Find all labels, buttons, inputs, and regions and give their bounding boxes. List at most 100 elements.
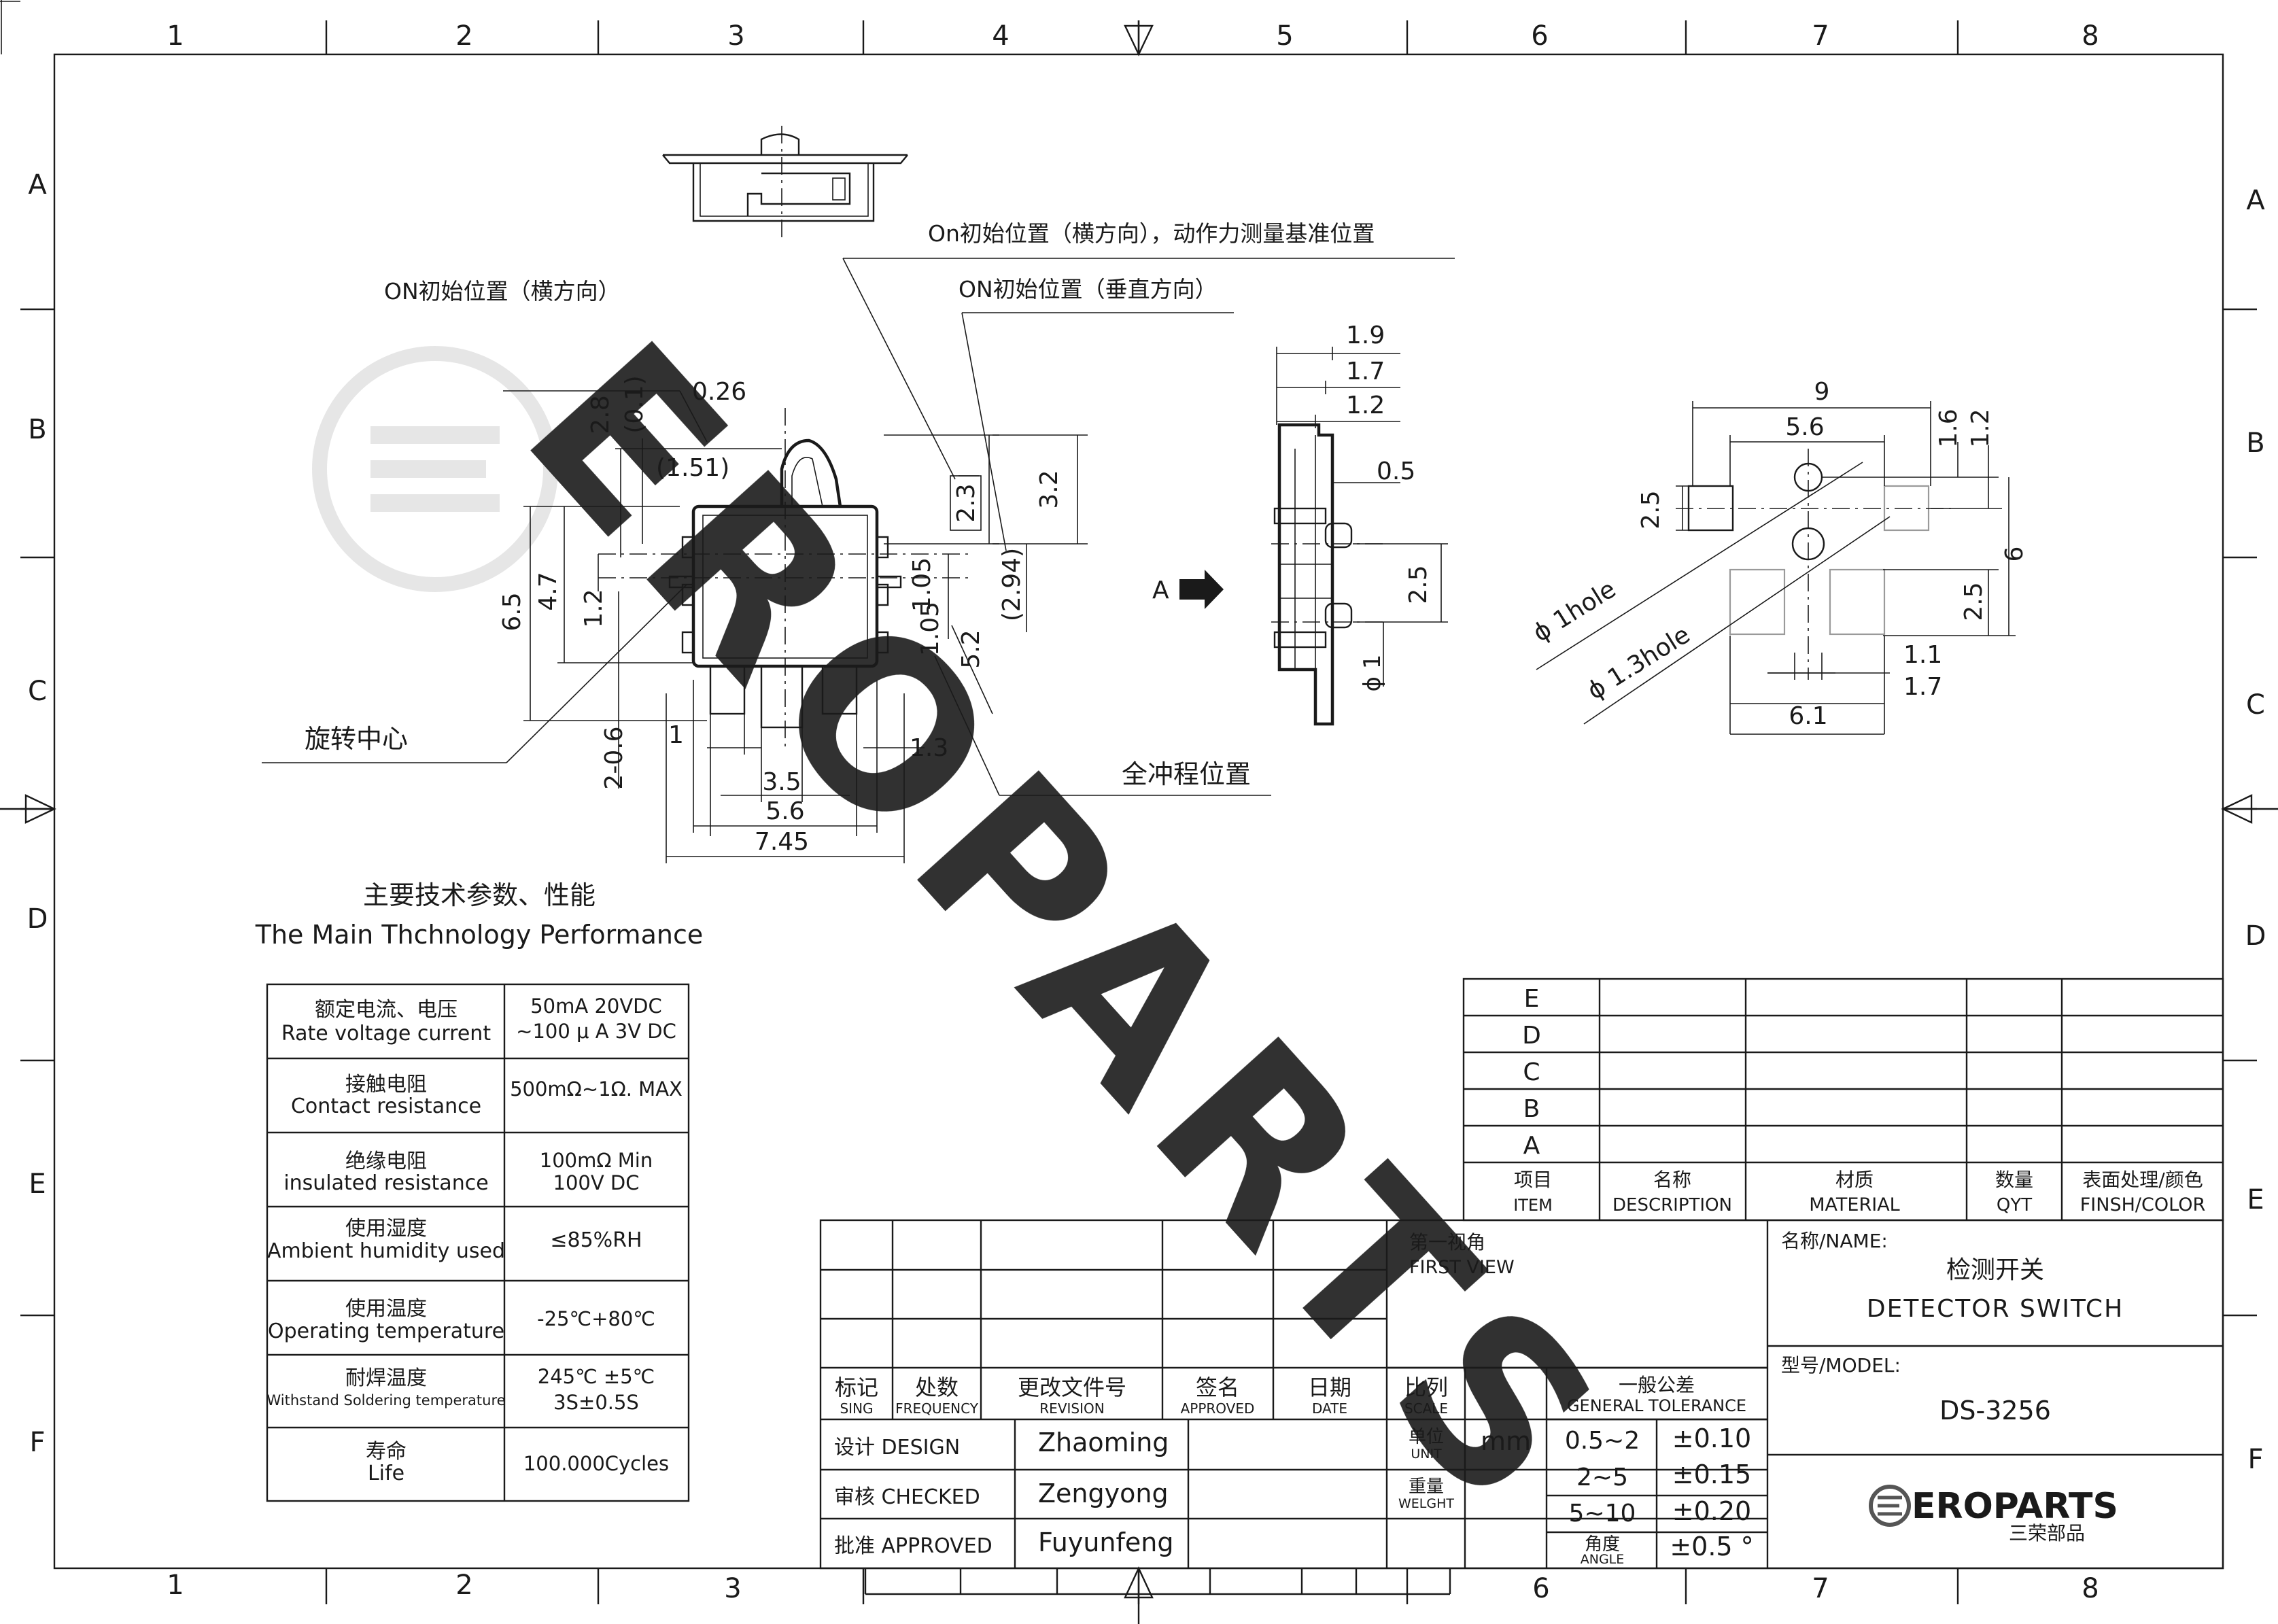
spec-row-0-v2: ~100 μ A 3V DC — [516, 1020, 676, 1043]
spec-row-0-v1: 50mA 20VDC — [530, 995, 662, 1018]
dim-1-2-side: 1.2 — [1346, 392, 1385, 419]
callout-full-stroke: 全冲程位置 — [1122, 759, 1251, 789]
specs-rows: 额定电流、电压 Rate voltage current 50mA 20VDC … — [266, 995, 682, 1485]
tol-value-1: ±0.15 — [1672, 1459, 1751, 1489]
row-label-C: C — [28, 676, 47, 707]
tol-value-0: ±0.10 — [1672, 1423, 1751, 1453]
dim-1-3: 1.3 — [910, 734, 948, 762]
spec-row-5-v1: 245℃ ±5℃ — [538, 1365, 655, 1388]
dim-1-51: (1.51) — [656, 454, 729, 482]
dim-1-6-pcb: 1.6 — [1935, 409, 1963, 447]
rev-header-freq-en: FREQUENCY — [895, 1400, 979, 1417]
dim-2-8: 2.8 — [587, 395, 615, 434]
dim-0-5: 0.5 — [1377, 457, 1415, 485]
dim-7-45: 7.45 — [755, 828, 809, 856]
tol-range-1: 2~5 — [1576, 1464, 1628, 1491]
pcb-layout-drawing: 9 5.6 1.6 1.2 2.5 6 2.5 1.1 1.7 6.1 ϕ 1h… — [1528, 378, 2029, 735]
dim-2-3: 2.3 — [952, 483, 980, 522]
row-label-F: F — [29, 1427, 45, 1458]
dim-6-1-pcb: 6.1 — [1789, 702, 1827, 730]
dim-4-7: 4.7 — [534, 572, 562, 610]
spec-row-1-cn: 接触电阻 — [345, 1073, 427, 1096]
spec-row-1-v1: 500mΩ~1Ω. MAX — [510, 1077, 683, 1101]
callout-on-initial-vertical: ON初始位置（垂直方向） — [959, 276, 1218, 303]
rev-header-approved-en: APPROVED — [1181, 1400, 1255, 1417]
col-label-8-bottom: 8 — [2082, 1573, 2099, 1604]
dim-3-5: 3.5 — [762, 768, 801, 796]
dim-9: 9 — [1814, 378, 1830, 406]
specs-title-en: The Main Thchnology Performance — [255, 920, 703, 950]
dim-1-05a: 1.05 — [908, 557, 936, 612]
dim-3-2: 3.2 — [1035, 470, 1063, 508]
spec-row-2-en: insulated resistance — [283, 1171, 488, 1195]
product-name-cn: 检测开关 — [1946, 1256, 2044, 1284]
spec-row-5-en: Withstand Soldering temperature — [266, 1392, 505, 1409]
rev-header-sign-cn: 标记 — [835, 1375, 878, 1400]
col-label-7: 7 — [1812, 20, 1829, 52]
checked-name: Zengyong — [1038, 1479, 1169, 1508]
bom-header-item-en: ITEM — [1513, 1196, 1553, 1215]
rev-header-revision-en: REVISION — [1039, 1400, 1104, 1417]
specs-table — [266, 983, 690, 1502]
checked-label: 审核 CHECKED — [834, 1485, 980, 1509]
col-label-3: 3 — [727, 20, 744, 52]
tolerance-en: GENERAL TOLERANCE — [1567, 1396, 1746, 1415]
col-label-1-bottom: 1 — [167, 1570, 184, 1601]
bom-header-finish-cn: 表面处理/颜色 — [2082, 1169, 2203, 1191]
bom-header-finish-en: FINSH/COLOR — [2080, 1194, 2205, 1215]
dim-phi-1: ϕ 1 — [1359, 655, 1386, 692]
dim-0-26: 0.26 — [692, 378, 746, 406]
spec-row-1-en: Contact resistance — [291, 1094, 481, 1118]
view-arrow-icon — [1179, 570, 1224, 609]
dim-1-2: 1.2 — [580, 589, 608, 627]
bom-row-A: A — [1523, 1132, 1540, 1160]
rev-header-revision-cn: 更改文件号 — [1018, 1375, 1126, 1400]
col-label-2: 2 — [455, 20, 472, 52]
dim-2-5-pcb-left: 2.5 — [1637, 490, 1665, 529]
model-label: 型号/MODEL: — [1781, 1354, 1901, 1377]
bom-row-E: E — [1524, 985, 1540, 1013]
bom-header-desc-en: DESCRIPTION — [1612, 1195, 1732, 1215]
col-label-3-bottom: 3 — [724, 1573, 741, 1604]
hole-phi-1: ϕ 1hole — [1528, 575, 1621, 647]
row-label-E: E — [29, 1169, 46, 1200]
logo-text: EROPARTS — [1912, 1486, 2118, 1527]
row-label-E-right: E — [2247, 1184, 2264, 1215]
model-value: DS-3256 — [1939, 1396, 2051, 1426]
dim-5-6: 5.6 — [765, 797, 804, 825]
tol-range-2: 5~10 — [1569, 1500, 1636, 1527]
rev-header-date-cn: 日期 — [1308, 1375, 1351, 1400]
spec-row-0-en: Rate voltage current — [281, 1022, 491, 1046]
bom-header-qty-cn: 数量 — [1995, 1169, 2033, 1191]
dim-1: 1 — [668, 721, 684, 749]
title-block: 标记 SING 处数 FREQUENCY 更改文件号 REVISION 签名 A… — [819, 1219, 2224, 1595]
dim-2-5-side: 2.5 — [1404, 565, 1432, 604]
bom-header-item-cn: 项目 — [1514, 1169, 1552, 1191]
bom-row-C: C — [1523, 1058, 1540, 1086]
bom-header-desc-cn: 名称 — [1653, 1169, 1691, 1191]
top-view-drawing — [662, 126, 908, 241]
col-label-8: 8 — [2082, 20, 2099, 52]
callout-on-initial-horizontal-force: On初始位置（横方向），动作力测量基准位置 — [928, 220, 1375, 247]
col-label-4: 4 — [992, 20, 1009, 52]
rev-header-approved-cn: 签名 — [1196, 1375, 1239, 1400]
front-view-drawing: 0.26 2.8 (0.1) (1.51) 2.3 3.2 6.5 4.7 1.… — [262, 220, 1455, 863]
dim-1-7-pcb: 1.7 — [1903, 673, 1942, 701]
name-label: 名称/NAME: — [1781, 1230, 1888, 1252]
col-label-6: 6 — [1531, 20, 1548, 52]
spec-row-4-en: Operating temperature — [268, 1319, 504, 1343]
spec-row-3-v1: ≤85%RH — [550, 1228, 642, 1252]
dim-0-1: (0.1) — [621, 375, 649, 433]
angle-tolerance: ±0.5 ° — [1670, 1532, 1753, 1561]
weight-cn: 重量 — [1409, 1476, 1444, 1497]
callout-rotation-center: 旋转中心 — [305, 724, 408, 754]
scale-en: SCALE — [1404, 1400, 1448, 1417]
design-label: 设计 DESIGN — [834, 1436, 960, 1459]
approved-name: Fuyunfeng — [1038, 1527, 1173, 1557]
row-label-A-right: A — [2246, 185, 2265, 216]
spec-row-4-cn: 使用温度 — [345, 1297, 427, 1321]
row-label-D-right: D — [2245, 920, 2266, 952]
dim-5-2: 5.2 — [957, 629, 985, 668]
spec-row-6-v1: 100.000Cycles — [523, 1452, 669, 1475]
dim-1-7: 1.7 — [1346, 358, 1385, 385]
